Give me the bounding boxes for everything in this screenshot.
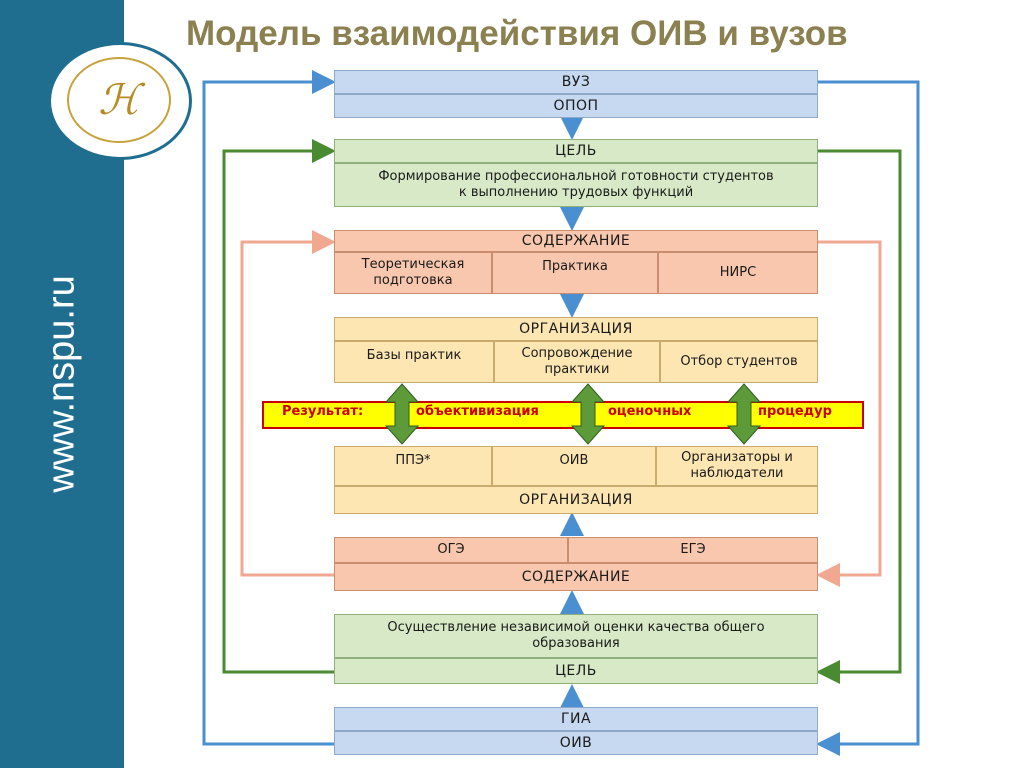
gia-box: ГИА	[334, 707, 818, 731]
page-title: Модель взаимодействия ОИВ и вузов	[186, 14, 848, 53]
top-goal-header: ЦЕЛЬ	[334, 139, 818, 163]
bottom-content-item: ЕГЭ	[568, 537, 818, 563]
top-content-item: Практика	[492, 252, 658, 294]
double-arrow-icon	[384, 383, 420, 445]
top-content-item: НИРС	[658, 252, 818, 294]
bottom-org-header: ОРГАНИЗАЦИЯ	[334, 486, 818, 514]
top-goal-text: Формирование профессиональной готовности…	[334, 163, 818, 207]
bottom-goal-header: ЦЕЛЬ	[334, 658, 818, 684]
result-label: Результат:	[282, 404, 364, 419]
top-org-item: Базы практик	[334, 341, 494, 383]
top-org-item: Сопровождение практики	[494, 341, 660, 383]
logo-monogram-icon: ℋ	[98, 78, 140, 124]
bottom-org-item: ППЭ*	[334, 446, 492, 486]
top-content-header: СОДЕРЖАНИЕ	[334, 230, 818, 252]
double-arrow-icon	[726, 383, 762, 445]
bottom-org-item: Организаторы и наблюдатели	[656, 446, 818, 486]
bottom-goal-text: Осуществление независимой оценки качеств…	[334, 614, 818, 658]
result-word: оценочных	[608, 404, 692, 419]
logo-emblem: ℋ	[67, 57, 171, 143]
result-word: процедур	[758, 404, 832, 419]
vuz-box: ВУЗ	[334, 70, 818, 94]
university-logo: ℋ	[48, 42, 192, 160]
result-band	[262, 401, 864, 429]
bottom-content-header: СОДЕРЖАНИЕ	[334, 563, 818, 591]
top-org-item: Отбор студентов	[660, 341, 818, 383]
top-org-header: ОРГАНИЗАЦИЯ	[334, 317, 818, 341]
bottom-content-item: ОГЭ	[334, 537, 568, 563]
double-arrow-icon	[570, 383, 606, 445]
bottom-org-item: ОИВ	[492, 446, 656, 486]
oiv-box: ОИВ	[334, 731, 818, 755]
top-content-item: Теоретическая подготовка	[334, 252, 492, 294]
opop-box: ОПОП	[334, 94, 818, 118]
result-word: объективизация	[416, 404, 539, 419]
